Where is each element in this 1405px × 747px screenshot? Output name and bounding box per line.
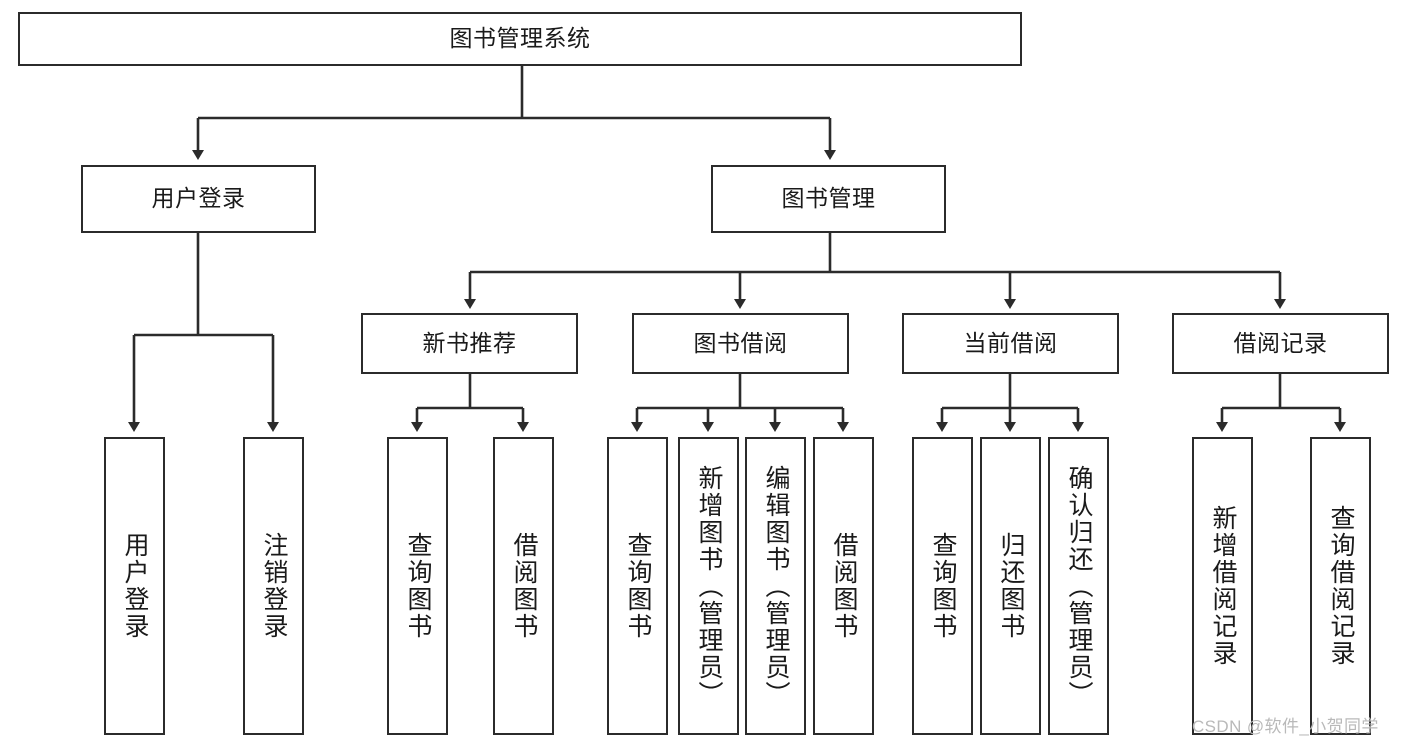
node-leaf-query-book-3-label: 查询图书	[929, 532, 957, 640]
node-new-book-recommend[interactable]: 新书推荐	[361, 313, 578, 374]
node-book-manage[interactable]: 图书管理	[711, 165, 946, 233]
node-leaf-confirm-return-admin[interactable]: 确认归还（管理员）	[1048, 437, 1109, 735]
node-current-borrow-label: 当前借阅	[963, 329, 1058, 356]
node-new-book-recommend-label: 新书推荐	[422, 329, 517, 356]
node-leaf-logout-login-label: 注销登录	[260, 532, 288, 640]
node-leaf-return-book-label: 归还图书	[997, 532, 1025, 640]
node-user-login-label: 用户登录	[151, 185, 246, 212]
csdn-watermark: CSDN @软件_小贺同学	[1192, 717, 1379, 736]
node-leaf-borrow-book-1[interactable]: 借阅图书	[493, 437, 554, 735]
node-leaf-add-borrow-record-label: 新增借阅记录	[1209, 505, 1237, 667]
node-leaf-query-borrow-record[interactable]: 查询借阅记录	[1310, 437, 1371, 735]
node-leaf-query-book-1[interactable]: 查询图书	[387, 437, 448, 735]
node-current-borrow[interactable]: 当前借阅	[902, 313, 1119, 374]
node-borrow-record-label: 借阅记录	[1233, 329, 1328, 356]
node-leaf-query-book-2-label: 查询图书	[624, 532, 652, 640]
node-leaf-user-login[interactable]: 用户登录	[104, 437, 165, 735]
node-leaf-query-book-3[interactable]: 查询图书	[912, 437, 973, 735]
node-leaf-edit-book-admin-label: 编辑图书（管理员）	[762, 464, 790, 708]
node-book-borrow[interactable]: 图书借阅	[632, 313, 849, 374]
node-leaf-query-borrow-record-label: 查询借阅记录	[1327, 505, 1355, 667]
node-leaf-confirm-return-admin-label: 确认归还（管理员）	[1065, 464, 1093, 708]
node-leaf-edit-book-admin[interactable]: 编辑图书（管理员）	[745, 437, 806, 735]
node-leaf-user-login-label: 用户登录	[121, 532, 149, 640]
node-root-system-label: 图书管理系统	[449, 25, 591, 52]
node-leaf-logout-login[interactable]: 注销登录	[243, 437, 304, 735]
node-borrow-record[interactable]: 借阅记录	[1172, 313, 1389, 374]
node-leaf-query-book-2[interactable]: 查询图书	[607, 437, 668, 735]
node-leaf-borrow-book-2[interactable]: 借阅图书	[813, 437, 874, 735]
node-book-borrow-label: 图书借阅	[693, 329, 788, 356]
node-leaf-add-book-admin-label: 新增图书（管理员）	[695, 464, 723, 708]
node-leaf-add-borrow-record[interactable]: 新增借阅记录	[1192, 437, 1253, 735]
node-root-system[interactable]: 图书管理系统	[18, 12, 1022, 66]
node-leaf-add-book-admin[interactable]: 新增图书（管理员）	[678, 437, 739, 735]
node-book-manage-label: 图书管理	[781, 185, 876, 212]
node-leaf-borrow-book-1-label: 借阅图书	[510, 532, 538, 640]
node-user-login[interactable]: 用户登录	[81, 165, 316, 233]
node-leaf-query-book-1-label: 查询图书	[404, 532, 432, 640]
node-leaf-borrow-book-2-label: 借阅图书	[830, 532, 858, 640]
node-leaf-return-book[interactable]: 归还图书	[980, 437, 1041, 735]
